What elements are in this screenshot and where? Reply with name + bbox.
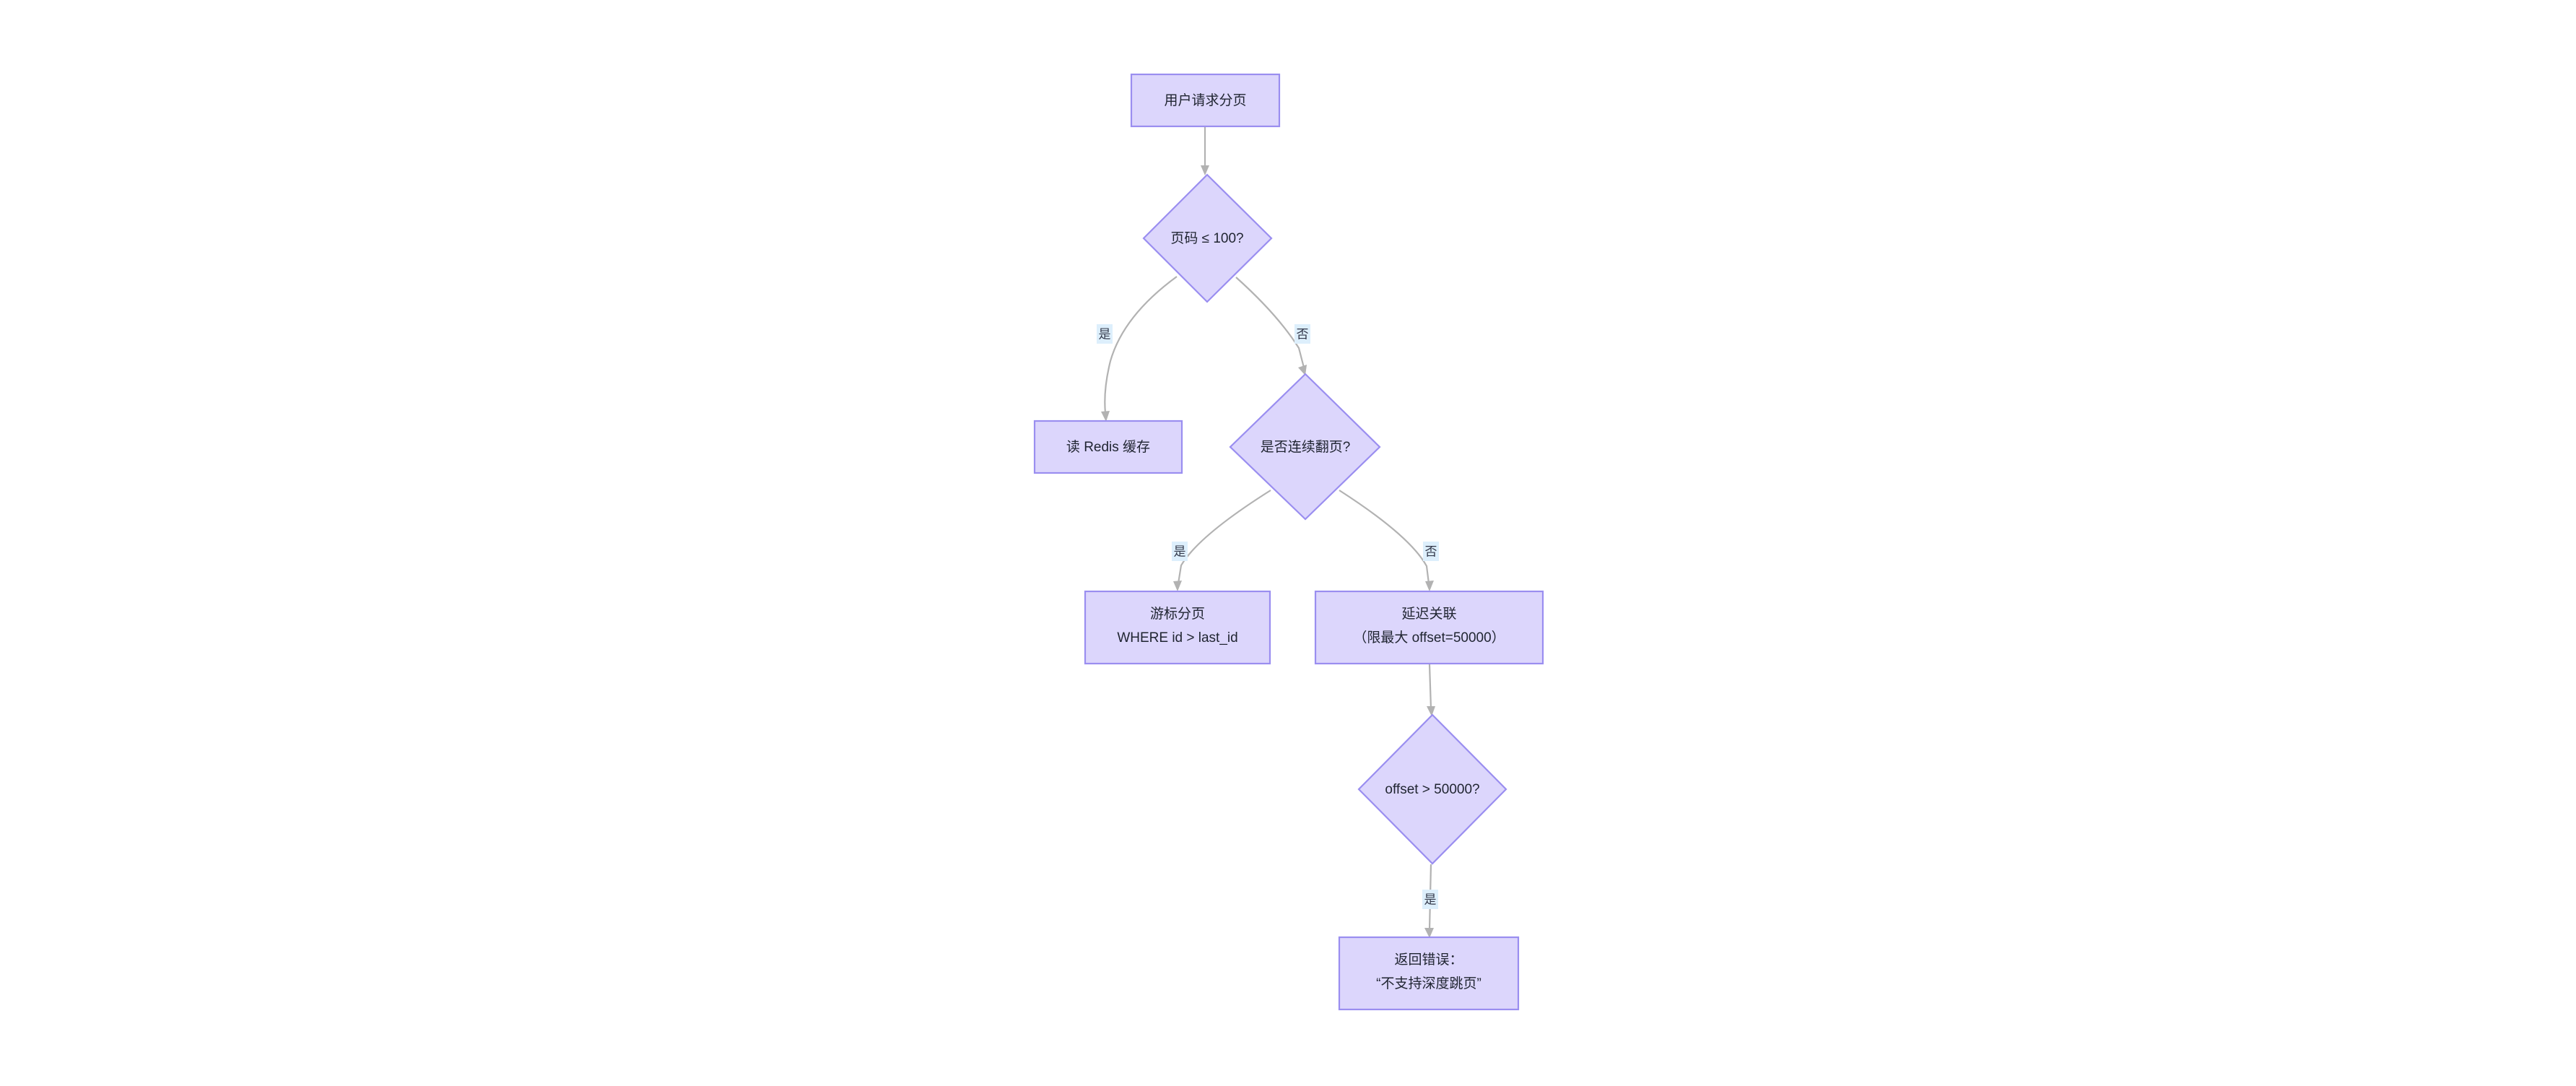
edge-decision-sequential-to-cursor-paging: 是 [1172,490,1271,591]
node-return-error[interactable]: 返回错误： “不支持深度跳页” [1338,936,1520,1011]
edge-line [1104,276,1178,414]
edge-line [1428,664,1432,709]
edge-label-yes-3: 是 [1424,892,1437,906]
node-redis-cache-label: 读 Redis 缓存 [1066,439,1150,455]
node-group: 用户请求分页 页码 ≤ 100? 读 Redis 缓存 是否连续翻页? 游标分页 [1033,73,1544,1011]
arrowhead-icon [1425,581,1434,591]
edge-label-background [1172,542,1188,561]
node-decision-page-label: 页码 ≤ 100? [1170,231,1243,246]
node-decision-page-shape[interactable] [1142,173,1273,303]
node-start-label: 用户请求分页 [1164,92,1246,108]
node-deferred-join-label-line2: （限最大 offset=50000） [1353,630,1505,646]
node-decision-offset[interactable]: offset > 50000? [1357,713,1507,865]
arrowhead-icon [1201,165,1209,175]
node-cursor-paging-label-line1: 游标分页 [1150,606,1205,622]
edge-label-background [1294,324,1310,344]
arrowhead-icon [1424,928,1434,938]
edge-label-yes-2: 是 [1174,544,1186,558]
arrowhead-icon [1427,706,1435,716]
node-return-error-label-line2: “不支持深度跳页” [1376,976,1481,991]
edge-deferred-join-to-decision-offset [1427,664,1435,716]
arrowhead-icon [1173,581,1182,591]
arrowhead-icon [1298,365,1307,375]
node-decision-sequential-shape[interactable] [1229,373,1381,521]
edge-decision-page-to-decision-sequential: 否 [1235,277,1310,375]
node-return-error-shape[interactable] [1338,936,1520,1011]
node-cursor-paging-label-line2: WHERE id > last_id [1117,630,1237,646]
edge-decision-page-to-redis-cache: 是 [1097,276,1178,422]
arrowhead-icon [1101,411,1110,422]
edge-label-background [1422,890,1438,909]
node-cursor-paging[interactable]: 游标分页 WHERE id > last_id [1084,590,1271,665]
edge-line [1339,490,1430,584]
edge-decision-offset-to-return-error: 是 [1422,864,1438,938]
node-decision-sequential[interactable]: 是否连续翻页? [1229,373,1381,521]
node-decision-sequential-label: 是否连续翻页? [1261,439,1351,455]
node-decision-offset-shape[interactable] [1357,713,1507,865]
edge-label-background [1423,542,1439,561]
edge-line [1177,490,1271,584]
edge-start-to-decision-page [1201,127,1209,175]
node-decision-offset-label: offset > 50000? [1385,782,1479,797]
node-deferred-join-shape[interactable] [1314,590,1544,665]
node-start-shape[interactable] [1130,73,1281,128]
edge-label-no-2: 否 [1425,544,1437,558]
edge-decision-sequential-to-deferred-join: 否 [1339,490,1439,591]
edge-label-no-1: 否 [1297,327,1309,341]
edge-label-yes-1: 是 [1099,327,1111,341]
edge-group: 是 否 是 否 [1097,127,1439,938]
node-redis-cache-shape[interactable] [1033,420,1183,474]
node-deferred-join-label-line1: 延迟关联 [1401,606,1456,622]
node-decision-page[interactable]: 页码 ≤ 100? [1142,173,1273,303]
node-start[interactable]: 用户请求分页 [1130,73,1281,128]
edge-label-background [1097,324,1113,344]
node-cursor-paging-shape[interactable] [1084,590,1271,665]
node-deferred-join[interactable]: 延迟关联 （限最大 offset=50000） [1314,590,1544,665]
node-return-error-label-line1: 返回错误： [1394,952,1463,968]
edge-line [1235,277,1305,368]
node-redis-cache[interactable]: 读 Redis 缓存 [1033,420,1183,474]
